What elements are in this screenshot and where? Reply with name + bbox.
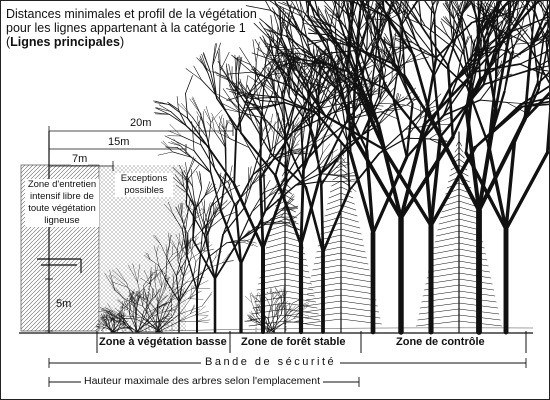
height-5m-dimension: [45, 278, 53, 332]
distance-15m-label: 15m: [107, 136, 131, 148]
title-line-1: Distances minimales et profil de la végé…: [6, 7, 257, 21]
title-line-2: pour les lignes appartenant à la catégor…: [6, 21, 246, 35]
distance-7m-label: 7m: [71, 153, 89, 165]
zone-control-label: Zone de contrôle: [396, 336, 485, 348]
title-category-name: Lignes principales: [10, 35, 120, 49]
distance-7m-line: [48, 161, 114, 171]
vegetation-group: [95, 1, 549, 335]
title-line-3: (Lignes principales): [6, 35, 125, 49]
max-height-label: Hauteur maximale des arbres selon l'empl…: [81, 375, 324, 387]
distance-5m-label: 5m: [56, 298, 72, 310]
distance-15m-line: [48, 144, 187, 154]
zone-low-vegetation-label: Zone à végétation basse: [99, 336, 227, 348]
zone-stable-forest-label: Zone de forêt stable: [241, 336, 346, 348]
exceptions-note: Exceptions possibles: [115, 173, 173, 197]
distance-20m-label: 20m: [129, 117, 153, 129]
safety-band-label: Bande de sécurité: [201, 356, 341, 368]
maintenance-zone-note: Zone d'entretien intensif libre de toute…: [25, 179, 99, 227]
